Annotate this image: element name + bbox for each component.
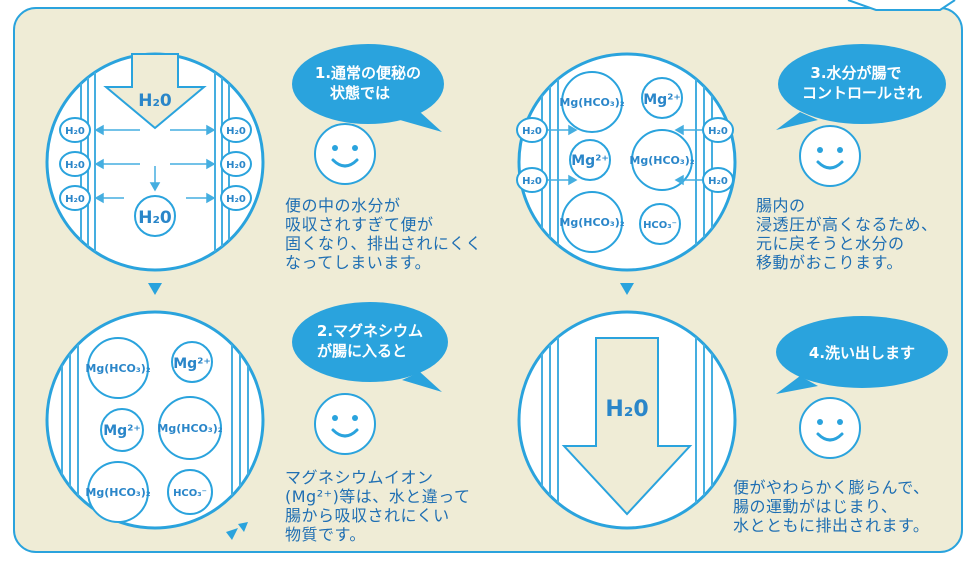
smiley-icon	[799, 397, 861, 459]
h2o-wall-1: H₂0	[522, 126, 542, 137]
mg-hco3-label-3: Mg(HCO₃)₂	[85, 486, 150, 499]
step3-description: 腸内の 浸透圧が高くなるため、 元に戻そうと水分の 移動がおこります。	[756, 196, 938, 272]
h2o-wall-2: H₂0	[522, 176, 542, 187]
h2o-right-3: H₂0	[226, 194, 246, 205]
arrow-icon	[561, 337, 693, 516]
step2-title-line1: 2.マグネシウム	[317, 322, 423, 340]
speech-bubble-2: 2.マグネシウム が腸に入ると	[292, 302, 448, 392]
mg-ion-label-4: Mg²⁺	[571, 153, 608, 169]
h2o-left-1: H₂0	[65, 126, 85, 137]
step1-description: 便の中の水分が 吸収されすぎて便が 固くなり、排出されにくく なってしまいます。	[285, 196, 483, 272]
sparkle-icon	[226, 522, 248, 540]
hco3-label-2: HCO₃⁻	[643, 220, 677, 231]
mg-hco3-label-4: Mg(HCO₃)₂	[559, 96, 624, 109]
h2o-left-3: H₂0	[65, 194, 85, 205]
mg-ion-label-3: Mg²⁺	[643, 92, 680, 108]
hco3-label: HCO₃⁻	[173, 488, 207, 499]
step3-title-line2: コントロールされ	[802, 84, 922, 102]
h2o-left-2: H₂0	[65, 160, 85, 171]
step2-title-line2: が腸に入ると	[317, 342, 407, 360]
step1-title-line1: 1.通常の便秘の	[315, 64, 421, 82]
mg-hco3-label-1: Mg(HCO₃)₂	[85, 362, 150, 375]
step2-description: マグネシウムイオン (Mg²⁺)等は、水と違って 腸から吸収されにくい 物質です…	[285, 468, 471, 544]
step1-title-line2: 状態では	[330, 84, 390, 102]
intestine-circle-3: Mg(HCO₃)₂ Mg²⁺ Mg²⁺ Mg(HCO₃)₂ Mg(HCO₃)₂ …	[516, 52, 737, 272]
down-triangle-icon	[620, 283, 634, 295]
step4-title-line1: 4.洗い出します	[809, 344, 915, 362]
speech-bubble-1: 1.通常の便秘の 状態では	[292, 44, 444, 132]
mg-hco3-label-2: Mg(HCO₃)₂	[157, 422, 222, 435]
mg-ion-label-2: Mg²⁺	[103, 423, 140, 439]
mg-ion-label-1: Mg²⁺	[173, 356, 210, 372]
step4-description: 便がやわらかく膨らんで、 腸の運動がはじまり、 水とともに排出されます。	[733, 478, 930, 535]
smiley-icon	[799, 125, 861, 187]
smiley-icon	[314, 393, 376, 455]
speech-bubble-3: 3.水分が腸で コントロールされ	[776, 44, 946, 130]
arrow-label: H₂0	[138, 91, 172, 111]
speech-bubble-4: 4.洗い出します	[776, 316, 948, 394]
mg-hco3-label-6: Mg(HCO₃)₂	[559, 216, 624, 229]
arrow-icon	[103, 53, 207, 130]
h2o-wall-4: H₂0	[708, 176, 728, 187]
smiley-icon	[314, 123, 376, 185]
h2o-wall-3: H₂0	[708, 126, 728, 137]
down-triangle-icon	[148, 283, 162, 295]
h2o-right-2: H₂0	[226, 160, 246, 171]
step3-title-line1: 3.水分が腸で	[810, 64, 901, 82]
h2o-right-1: H₂0	[226, 126, 246, 137]
mg-hco3-label-5: Mg(HCO₃)₂	[629, 154, 694, 167]
h2o-center: H₂0	[138, 208, 172, 228]
frame-tab	[847, 0, 956, 11]
arrow-label-4: H₂0	[605, 397, 648, 422]
